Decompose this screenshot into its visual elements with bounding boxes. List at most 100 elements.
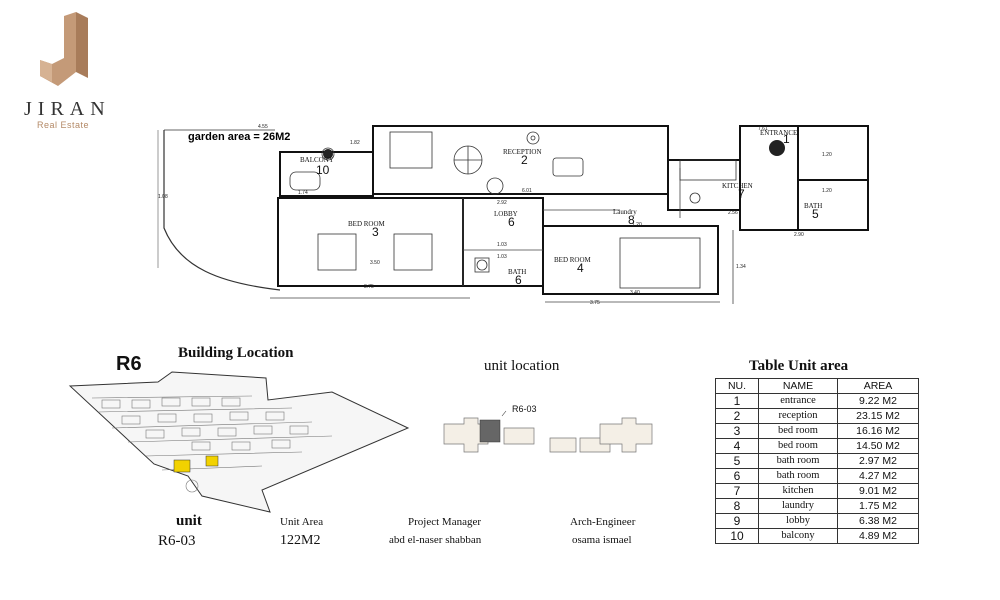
dimension-label: 4.55 — [258, 124, 268, 130]
room-number-kitchen: 7 — [738, 187, 745, 201]
row-number: 1 — [715, 392, 759, 409]
room-area: 4.27 M2 — [837, 467, 919, 484]
dimension-label: 3.40 — [630, 290, 640, 296]
room-number-bedroom-3: 3 — [372, 225, 379, 239]
dimension-label: 1.20 — [822, 188, 832, 194]
room-label-entrance: ENTRANCE — [760, 129, 797, 137]
room-area: 6.38 M2 — [837, 512, 919, 529]
row-number: 4 — [715, 437, 759, 454]
brand-tagline: Real Estate — [37, 120, 90, 130]
building-block-label: R6 — [116, 353, 142, 375]
floor-plan: garden area = 26M2 — [157, 124, 869, 306]
unit-area-value: 122M2 — [280, 533, 321, 548]
room-name: balcony — [758, 527, 838, 544]
room-area: 9.22 M2 — [837, 392, 919, 409]
unit-location-title: unit location — [484, 358, 560, 374]
dimension-label: 1.34 — [736, 264, 746, 270]
room-number-laundry: 8 — [628, 213, 635, 227]
room-number-entrance: 1 — [783, 132, 790, 146]
building-location-title: Building Location — [178, 345, 294, 361]
column-header-name: NAME — [758, 378, 838, 394]
project-manager-name: abd el-naser shabban — [389, 534, 482, 546]
room-label-bath-5: BATH — [804, 202, 822, 210]
room-name: laundry — [758, 497, 838, 514]
garden-boundary — [163, 130, 281, 291]
dimension-label: 3.75 — [364, 284, 374, 290]
dimension-label: 1.03 — [497, 254, 507, 260]
room-number-bath-6: 6 — [515, 273, 522, 287]
arch-engineer-heading: Arch-Engineer — [570, 516, 636, 528]
room-label-bath-6: BATH — [508, 268, 526, 276]
arch-engineer-name: osama ismael — [572, 534, 632, 546]
room-area: 23.15 M2 — [837, 407, 919, 424]
room-name: bath room — [758, 467, 838, 484]
column-header-area: AREA — [837, 378, 919, 394]
dimension-label: 1.82 — [350, 140, 360, 146]
dimension-label: 1.20 — [822, 152, 832, 158]
room-name: kitchen — [758, 482, 838, 499]
row-number: 10 — [715, 527, 759, 544]
room-label-kitchen: KITCHEN — [722, 182, 753, 190]
dimension-label: 3.75 — [590, 300, 600, 306]
room-number-lobby: 6 — [508, 215, 515, 229]
row-number: 3 — [715, 422, 759, 439]
room-name: reception — [758, 407, 838, 424]
dimension-label: 2.90 — [794, 232, 804, 238]
dimension-label: 2.56 — [728, 210, 738, 216]
row-number: 7 — [715, 482, 759, 499]
room-name: entrance — [758, 392, 838, 409]
row-number: 9 — [715, 512, 759, 529]
unit-area-table-title: Table Unit area — [749, 358, 849, 374]
site-map — [68, 371, 410, 513]
garden-area-label: garden area = 26M2 — [188, 131, 290, 143]
dimension-label: 3.50 — [370, 260, 380, 266]
room-area: 9.01 M2 — [837, 482, 919, 499]
room-number-reception: 2 — [521, 153, 528, 167]
row-number: 5 — [715, 452, 759, 469]
room-label-bedroom-3: BED ROOM — [348, 220, 386, 228]
room-number-bedroom-4: 4 — [577, 261, 584, 275]
highlighted-building — [173, 459, 191, 473]
dimension-label: 7.61 — [758, 126, 768, 132]
room-label-balcony: BALCONY — [300, 156, 334, 164]
row-number: 6 — [715, 467, 759, 484]
jiran-logo-icon — [40, 12, 88, 86]
room-label-reception: RECEPTION — [503, 148, 542, 156]
room-number-bath-5: 5 — [812, 207, 819, 221]
row-number: 2 — [715, 407, 759, 424]
room-name: bed room — [758, 422, 838, 439]
room-area: 1.75 M2 — [837, 497, 919, 514]
room-label-lobby: LOBBY — [494, 210, 518, 218]
brand-name: JIRAN — [24, 98, 111, 120]
table-header-row: NU. NAME AREA — [715, 378, 919, 394]
dimension-label: 2.92 — [497, 200, 507, 206]
project-manager-heading: Project Manager — [408, 516, 481, 528]
room-name: lobby — [758, 512, 838, 529]
column-header-no: NU. — [715, 378, 759, 394]
room-name: bed room — [758, 437, 838, 454]
room-area: 14.50 M2 — [837, 437, 919, 454]
room-area: 4.89 M2 — [837, 527, 919, 544]
room-area: 16.16 M2 — [837, 422, 919, 439]
unit-heading: unit — [176, 513, 202, 529]
unit-area-heading: Unit Area — [280, 516, 324, 528]
dimension-label: 1.03 — [497, 242, 507, 248]
dimension-label: 1.20 — [632, 222, 642, 228]
row-number: 8 — [715, 497, 759, 514]
room-area: 2.97 M2 — [837, 452, 919, 469]
unit-location-plan — [443, 410, 653, 453]
room-number-balcony: 10 — [316, 163, 330, 177]
room-label-laundry: Laundry — [613, 208, 637, 216]
highlighted-unit — [479, 419, 501, 443]
unit-location-tag: R6-03 — [512, 404, 537, 414]
